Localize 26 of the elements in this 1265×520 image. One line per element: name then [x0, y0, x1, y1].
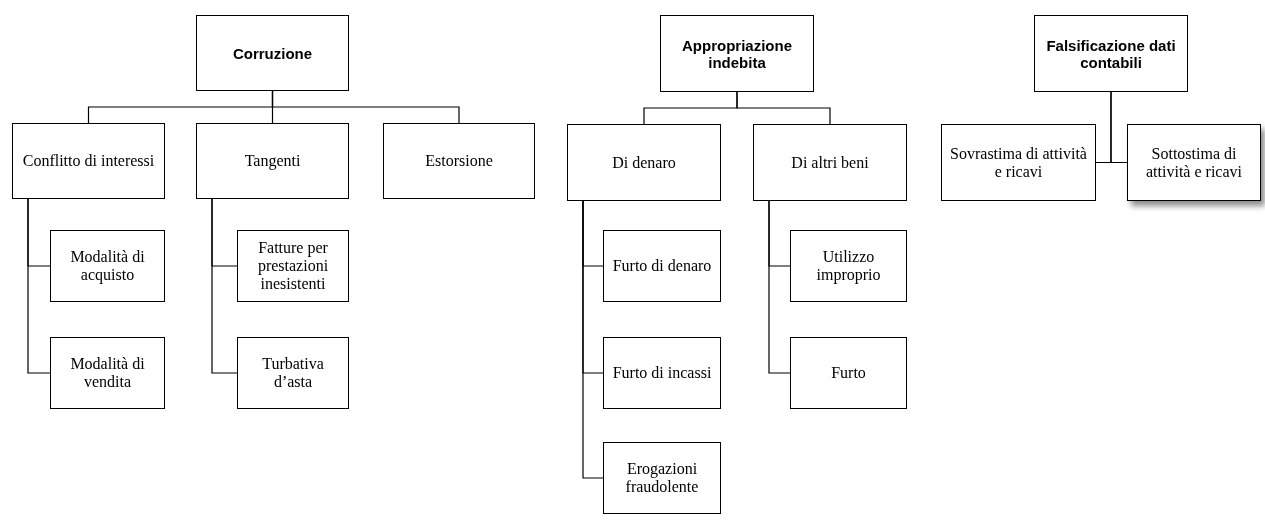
connector-line — [211, 198, 238, 374]
subcategory-box: Furto di denaro — [603, 230, 721, 302]
category-box: Falsificazione dati contabili — [1034, 15, 1188, 92]
subcategory-box: Sottostima di attività e ricavi — [1127, 124, 1261, 201]
connector-line — [582, 200, 604, 479]
connector-line — [271, 90, 460, 124]
subcategory-box: Fatture per prestazioni inesistenti — [237, 230, 349, 302]
connector-line — [736, 91, 831, 125]
subcategory-box: Furto — [790, 337, 907, 409]
subcategory-box: Turbativa d’asta — [237, 337, 349, 409]
subcategory-box: Erogazioni fraudolente — [603, 442, 721, 514]
category-box: Corruzione — [196, 15, 349, 91]
subcategory-box: Tangenti — [196, 123, 349, 199]
subcategory-box: Furto di incassi — [603, 337, 721, 409]
subcategory-box: Modalità di vendita — [50, 337, 165, 409]
subcategory-box: Di altri beni — [753, 124, 907, 201]
subcategory-box: Utilizzo improprio — [790, 230, 907, 302]
connector-line — [27, 198, 51, 374]
subcategory-box: Modalità di acquisto — [50, 230, 165, 302]
category-box: Appropriazione indebita — [660, 15, 814, 92]
connector-line — [768, 200, 791, 374]
connector-line — [1110, 91, 1128, 164]
subcategory-box: Conflitto di interessi — [12, 123, 165, 199]
subcategory-box: Di denaro — [567, 124, 721, 201]
subcategory-box: Sovrastima di attività e ricavi — [941, 124, 1096, 201]
subcategory-box: Estorsione — [383, 123, 535, 199]
